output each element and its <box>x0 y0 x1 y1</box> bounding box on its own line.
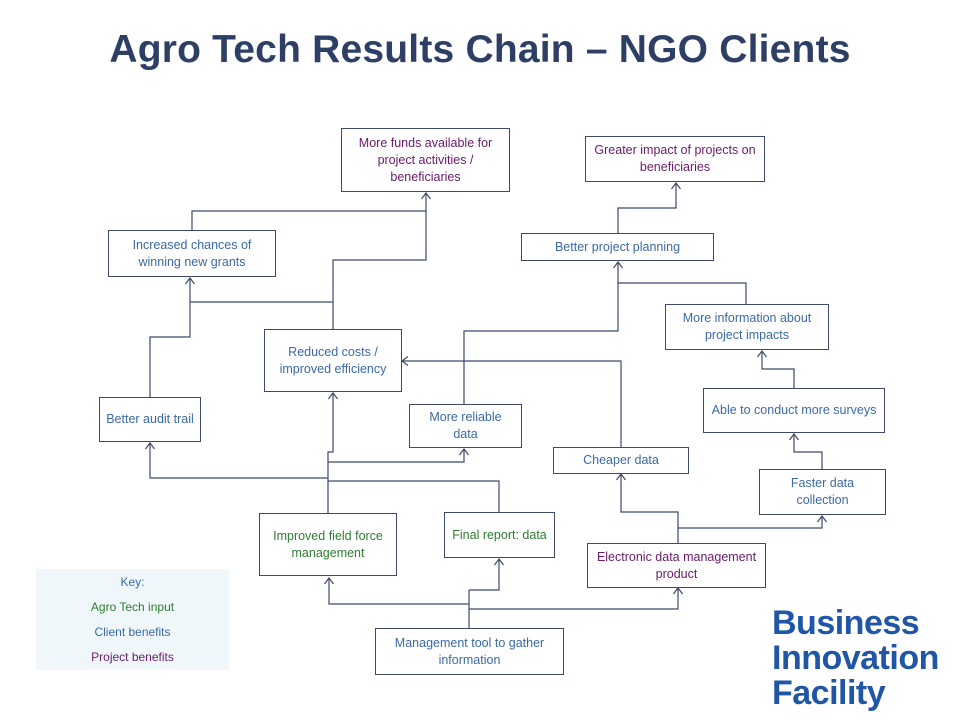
legend-key: Key: Agro Tech input Client benefits Pro… <box>36 569 229 670</box>
business-innovation-facility-logo: Business Innovation Facility <box>772 606 939 711</box>
box-better-planning: Better project planning <box>521 233 714 261</box>
key-agro-tech-input: Agro Tech input <box>90 600 175 614</box>
link-tool-finalreport <box>469 558 504 591</box>
box-more-information: More information about project impacts <box>665 304 829 350</box>
logo-line-3: Facility <box>772 674 886 712</box>
link-electronic-cheaper <box>616 473 679 543</box>
link-reliable-planning <box>463 283 619 404</box>
box-electronic-product: Electronic data management product <box>587 543 766 588</box>
link-tool-electronic <box>469 587 683 610</box>
box-cheaper-data: Cheaper data <box>553 447 689 474</box>
link-finalreport-join <box>328 480 500 512</box>
logo-line-1: Business <box>772 604 920 642</box>
box-final-report: Final report: data <box>444 512 555 558</box>
box-faster-collection: Faster data collection <box>759 469 886 515</box>
box-management-tool: Management tool to gather information <box>375 628 564 675</box>
link-tool-fieldforce <box>324 577 469 605</box>
link-surveys-info <box>757 350 795 388</box>
link-reduced-funds <box>332 192 431 329</box>
link-reliable-in <box>328 448 469 463</box>
box-more-funds: More funds available for project activit… <box>341 128 510 192</box>
link-planning-impact <box>617 182 681 233</box>
link-fieldforce-reduced <box>327 392 338 513</box>
box-more-reliable: More reliable data <box>409 404 522 448</box>
link-faster-surveys <box>789 433 823 469</box>
link-electronic-faster <box>678 515 827 529</box>
link-reduced-grants <box>185 277 333 303</box>
link-cheaper-reduced <box>401 356 622 447</box>
logo-line-2: Innovation <box>772 639 939 677</box>
box-increased-grants: Increased chances of winning new grants <box>108 230 276 277</box>
box-greater-impact: Greater impact of projects on beneficiar… <box>585 136 765 182</box>
key-project-benefits: Project benefits <box>91 650 174 664</box>
key-client-benefits: Client benefits <box>94 625 171 639</box>
link-audit-grants <box>149 302 191 397</box>
box-reduced-costs: Reduced costs / improved efficiency <box>264 329 402 392</box>
box-more-surveys: Able to conduct more surveys <box>703 388 885 433</box>
key-heading: Key: <box>120 575 145 589</box>
link-info-planning <box>613 261 747 304</box>
page-title: Agro Tech Results Chain – NGO Clients <box>109 28 851 71</box>
box-better-audit: Better audit trail <box>99 397 201 442</box>
link-fieldforce-audit <box>145 442 328 479</box>
box-field-force: Improved field force management <box>259 513 397 576</box>
link-grants-funds <box>191 210 426 230</box>
